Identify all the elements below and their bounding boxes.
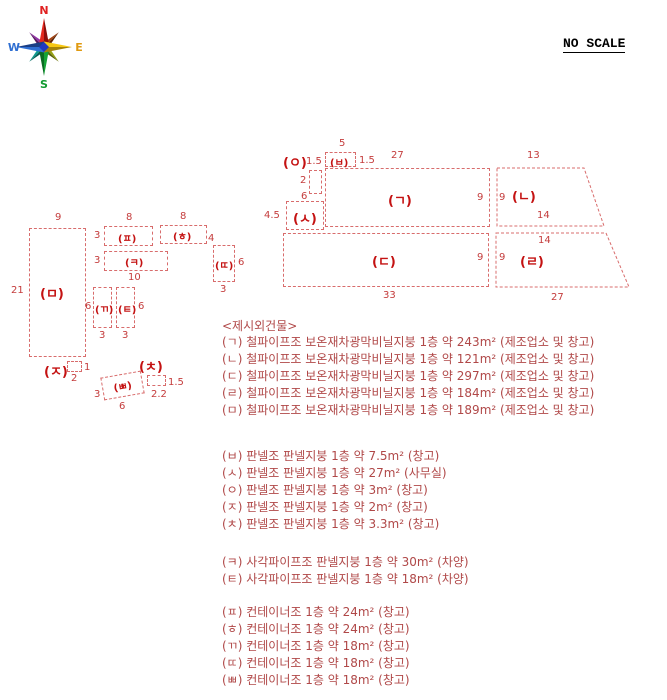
legend-line: (ㅂ) 판넬조 판넬지붕 1층 약 7.5m² (창고) — [222, 449, 440, 463]
dim-t-bottom: 3 — [122, 330, 129, 341]
building-d-label: (ㄷ) — [372, 255, 396, 270]
dim-j-bottom: 2 — [71, 373, 78, 384]
building-k-label: (ㅋ) — [125, 258, 144, 269]
dim-p-top: 8 — [126, 212, 133, 223]
dim-o-left: 2 — [300, 175, 307, 186]
dim-n-left: 9 — [499, 192, 506, 203]
dim-r-left: 9 — [499, 252, 506, 263]
building-k-outline — [104, 251, 168, 271]
dim-bb-bottom: 6 — [119, 401, 126, 412]
dim-r-bottom: 27 — [551, 292, 564, 303]
dim-s-left: 4.5 — [264, 210, 280, 221]
building-gg-outline — [93, 287, 112, 328]
dim-k-left: 3 — [94, 255, 101, 266]
building-gg-label: (ㄲ) — [95, 305, 114, 316]
building-d-outline — [283, 233, 489, 287]
legend-line: (ㅅ) 판넬조 판넬지붕 1층 약 27m² (사무실) — [222, 466, 447, 480]
dim-ch-bottom: 2.2 — [151, 389, 167, 400]
compass-east-label: E — [75, 41, 83, 54]
building-b-outline — [325, 152, 356, 167]
building-s-label: (ㅅ) — [293, 212, 317, 227]
dim-h-top: 8 — [180, 211, 187, 222]
building-j-label: (ㅈ) — [44, 365, 68, 380]
building-ch-label: (ㅊ) — [139, 360, 163, 375]
dim-dd-right: 6 — [238, 257, 245, 268]
compass-west-label: W — [8, 41, 20, 54]
dim-d-bottom: 33 — [383, 290, 396, 301]
dim-g-right: 9 — [477, 192, 484, 203]
legend-line: (ㄴ) 철파이프조 보온재차광막비닐지붕 1층 약 121m² (제조업소 및 … — [222, 352, 595, 366]
building-j-outline — [67, 361, 82, 372]
dim-b-top: 5 — [339, 138, 346, 149]
legend-line: (ㅊ) 판넬조 판넬지붕 1층 약 3.3m² (창고) — [222, 517, 440, 531]
dim-n-top: 13 — [527, 150, 540, 161]
legend-line: (ㅌ) 사각파이프조 판넬지붕 1층 약 18m² (차양) — [222, 572, 469, 586]
legend-title: <제시외건물> — [222, 319, 298, 333]
building-b-label: (ㅂ) — [330, 158, 349, 169]
legend-line: (ㅃ) 컨테이너조 1층 약 18m² (창고) — [222, 673, 410, 687]
legend-line: (ㄸ) 컨테이너조 1층 약 18m² (창고) — [222, 656, 410, 670]
compass-north-label: N — [39, 4, 48, 17]
building-p-label: (ㅍ) — [118, 234, 137, 245]
legend-line: (ㅎ) 컨테이너조 1층 약 24m² (창고) — [222, 622, 410, 636]
dim-b-right: 1.5 — [359, 155, 375, 166]
dim-m-top: 9 — [55, 212, 62, 223]
dim-j-right: 1 — [84, 362, 91, 373]
legend-line: (ㅍ) 컨테이너조 1층 약 24m² (창고) — [222, 605, 410, 619]
dim-dd-bottom: 3 — [220, 284, 227, 295]
building-bb-outline: (ㅃ) — [100, 370, 145, 401]
legend-line: (ㄱ) 철파이프조 보온재차광막비닐지붕 1층 약 243m² (제조업소 및 … — [222, 335, 595, 349]
building-bb-label: (ㅃ) — [112, 380, 133, 395]
building-dd-outline — [213, 245, 235, 282]
dim-t-right: 6 — [138, 301, 145, 312]
legend-group-steel-pipe: (ㄱ) 철파이프조 보온재차광막비닐지붕 1층 약 243m² (제조업소 및 … — [222, 334, 594, 419]
dim-k-bottom: 10 — [128, 272, 141, 283]
dim-d-right: 9 — [477, 252, 484, 263]
legend-line: (ㄲ) 컨테이너조 1층 약 18m² (창고) — [222, 639, 410, 653]
building-t-outline — [116, 287, 135, 328]
building-o-outline — [309, 170, 322, 194]
building-ch-outline — [147, 375, 166, 386]
dim-o-right: 1.5 — [306, 156, 322, 167]
compass-south-label: S — [40, 78, 48, 91]
building-r-outline — [495, 232, 630, 288]
building-m-outline — [29, 228, 86, 357]
no-scale-note: NO SCALE — [563, 36, 626, 53]
building-dd-label: (ㄸ) — [215, 261, 234, 272]
dim-gg-bottom: 3 — [99, 330, 106, 341]
dim-n-bottom: 14 — [537, 210, 550, 221]
building-h-label: (ㅎ) — [173, 232, 192, 243]
legend-line: (ㅇ) 판넬조 판넬지붕 1층 약 3m² (창고) — [222, 483, 428, 497]
legend-line: (ㄷ) 철파이프조 보온재차광막비닐지붕 1층 약 297m² (제조업소 및 … — [222, 369, 595, 383]
compass-rose-icon: N E S W — [8, 4, 83, 91]
dim-gg-left: 6 — [85, 301, 92, 312]
dim-r-top: 14 — [538, 235, 551, 246]
legend-group-square-pipe: (ㅋ) 사각파이프조 판넬지붕 1층 약 30m² (차양) (ㅌ) 사각파이프… — [222, 554, 469, 588]
legend-group-container: (ㅍ) 컨테이너조 1층 약 24m² (창고) (ㅎ) 컨테이너조 1층 약 … — [222, 604, 410, 689]
building-h-outline — [160, 225, 207, 244]
dim-p-left: 3 — [94, 230, 101, 241]
dim-s-top: 6 — [301, 191, 308, 202]
building-o-label: (ㅇ) — [283, 156, 307, 171]
legend-line: (ㅁ) 철파이프조 보온재차광막비닐지붕 1층 약 189m² (제조업소 및 … — [222, 403, 595, 417]
dim-m-left: 21 — [11, 285, 24, 296]
dim-ch-right: 1.5 — [168, 377, 184, 388]
legend-line: (ㄹ) 철파이프조 보온재차광막비닐지붕 1층 약 184m² (제조업소 및 … — [222, 386, 595, 400]
building-s-outline — [286, 201, 324, 230]
building-g-outline — [325, 168, 490, 227]
dim-bb-left: 3 — [94, 389, 101, 400]
legend-line: (ㅈ) 판넬조 판넬지붕 1층 약 2m² (창고) — [222, 500, 428, 514]
legend-line: (ㅋ) 사각파이프조 판넬지붕 1층 약 30m² (차양) — [222, 555, 469, 569]
building-r-label: (ㄹ) — [520, 255, 544, 270]
dim-g-top: 27 — [391, 150, 404, 161]
building-m-label: (ㅁ) — [40, 287, 64, 302]
building-n-label: (ㄴ) — [512, 190, 536, 205]
dim-h-right: 4 — [208, 233, 215, 244]
legend-group-panel: (ㅂ) 판넬조 판넬지붕 1층 약 7.5m² (창고) (ㅅ) 판넬조 판넬지… — [222, 448, 447, 533]
building-g-label: (ㄱ) — [388, 194, 412, 209]
building-t-label: (ㅌ) — [118, 305, 137, 316]
building-p-outline — [104, 226, 153, 246]
